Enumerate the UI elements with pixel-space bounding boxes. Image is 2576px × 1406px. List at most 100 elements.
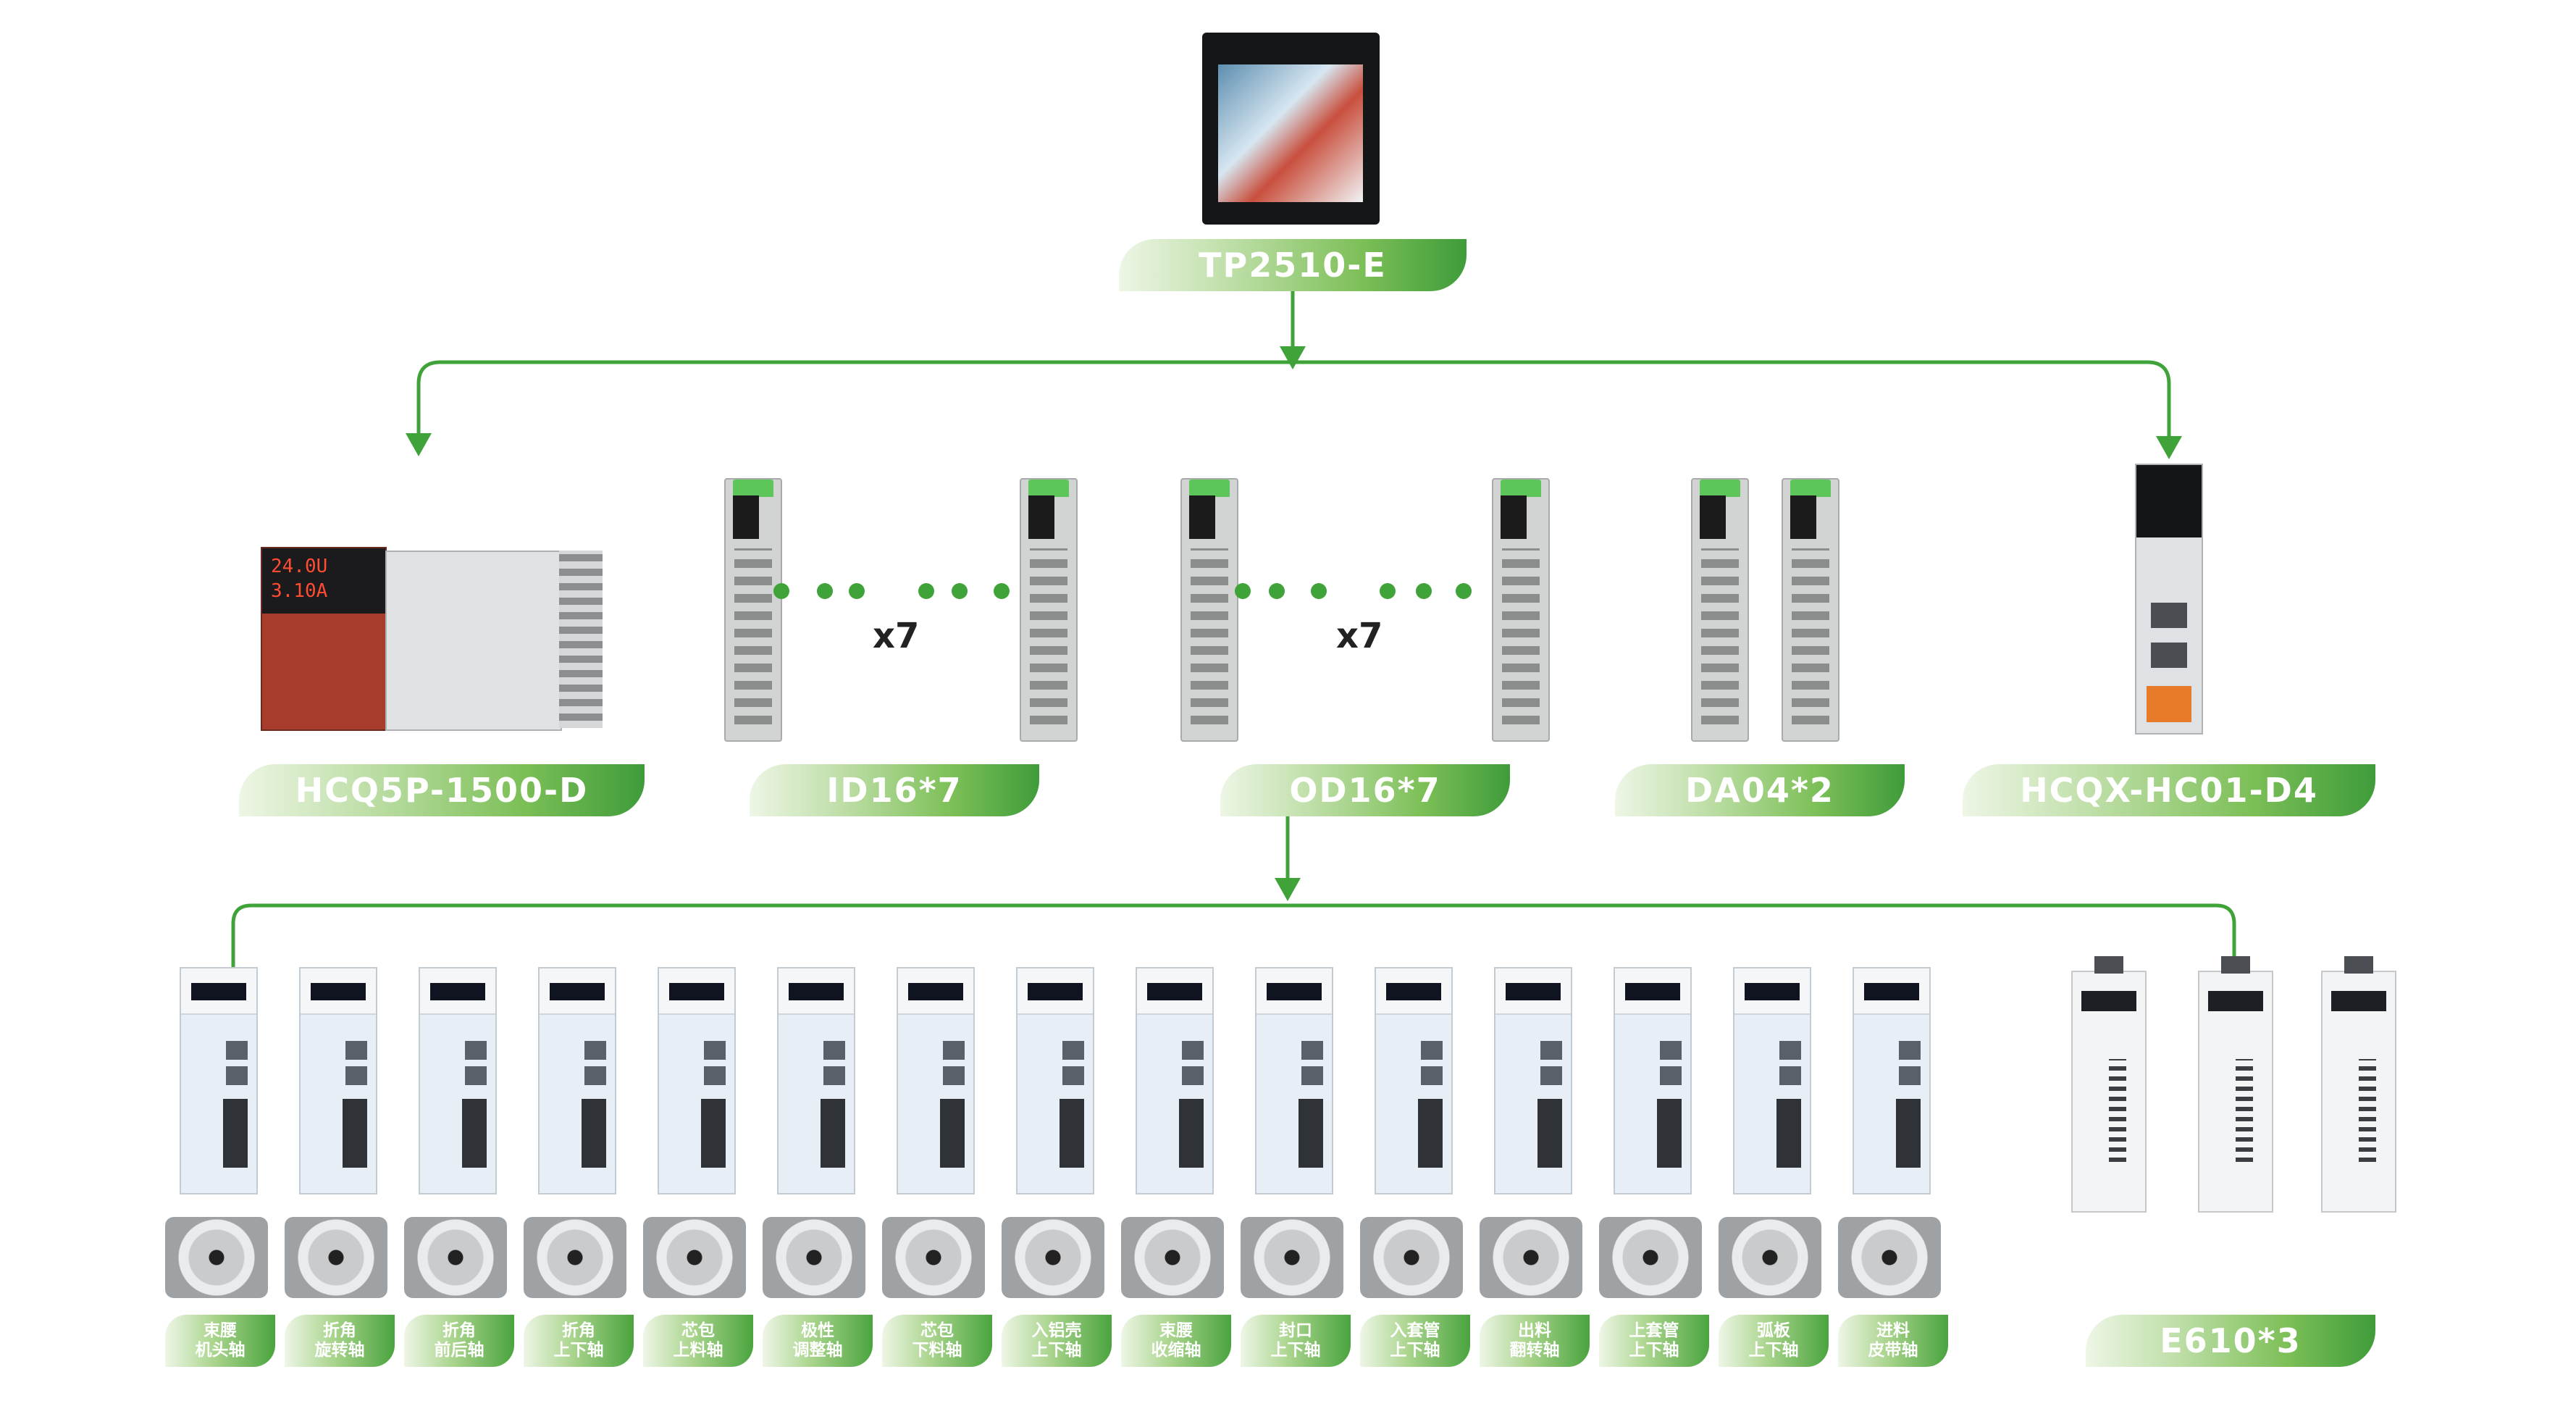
hcqx-module	[2135, 464, 2203, 735]
dot	[1380, 583, 1396, 599]
servo-motor	[1599, 1217, 1702, 1298]
plc-device: 24.0U 3.10A	[261, 547, 603, 731]
axis-label-line2: 下料轴	[912, 1341, 962, 1360]
servo-drive	[1016, 967, 1094, 1194]
axis-label-line1: 弧板	[1757, 1321, 1790, 1340]
servo-motor	[1360, 1217, 1463, 1298]
servo-drive	[1375, 967, 1453, 1194]
axis-label-line2: 上下轴	[553, 1341, 604, 1360]
dot	[1269, 583, 1285, 599]
axis-label: 束腰收缩轴	[1121, 1315, 1231, 1367]
servo-motor	[285, 1217, 387, 1298]
hcqx-terminal	[2147, 686, 2191, 722]
servo-drive	[777, 967, 855, 1194]
servo-drive	[180, 967, 258, 1194]
io-module-od-last	[1492, 478, 1550, 742]
servo-drive	[897, 967, 975, 1194]
plc-display: 24.0U 3.10A	[262, 548, 385, 614]
io-module-od-first	[1180, 478, 1238, 742]
axis-label-line2: 上下轴	[1270, 1341, 1321, 1360]
plc-cpu-module	[385, 551, 562, 731]
dot	[773, 583, 789, 599]
servo-drive	[538, 967, 616, 1194]
axis-label: 入套管上下轴	[1360, 1315, 1470, 1367]
axis-label-line2: 调整轴	[792, 1341, 843, 1360]
axis-label-line2: 翻转轴	[1509, 1341, 1560, 1360]
hmi-device	[1202, 33, 1380, 225]
axis-label-line1: 封口	[1279, 1321, 1312, 1340]
servo-motor	[643, 1217, 746, 1298]
axis-label: 出料翻转轴	[1480, 1315, 1590, 1367]
axis-label-line1: 芯包	[920, 1321, 954, 1340]
dot	[817, 583, 833, 599]
axis-label: 芯包下料轴	[882, 1315, 992, 1367]
axis-label-line1: 折角	[323, 1321, 356, 1340]
axis-label: 折角旋转轴	[285, 1315, 395, 1367]
servo-motor	[404, 1217, 507, 1298]
axis-label: 极性调整轴	[763, 1315, 873, 1367]
arrow-head-right	[2156, 436, 2182, 459]
axis-label: 束腰机头轴	[165, 1315, 275, 1367]
axis-label-line2: 机头轴	[195, 1341, 246, 1360]
axis-label: 进料皮带轴	[1838, 1315, 1948, 1367]
axis-label-line1: 芯包	[681, 1321, 715, 1340]
axis-label: 弧板上下轴	[1719, 1315, 1829, 1367]
axis-label-line2: 上下轴	[1390, 1341, 1440, 1360]
axis-label: 折角上下轴	[524, 1315, 634, 1367]
axis-label-line1: 上套管	[1629, 1321, 1679, 1340]
axis-label-line2: 收缩轴	[1151, 1341, 1201, 1360]
plc-power-module: 24.0U 3.10A	[261, 547, 387, 731]
servo-motor	[1002, 1217, 1104, 1298]
e610-drive-1	[2071, 956, 2147, 1213]
arrow-head-mid	[1275, 878, 1301, 901]
arrow-head-left	[406, 433, 432, 456]
dot	[1311, 583, 1327, 599]
servo-drive	[299, 967, 377, 1194]
dot	[1416, 583, 1432, 599]
dot	[952, 583, 968, 599]
label-hcqx: HCQX-HC01-D4	[1963, 764, 2375, 816]
axis-label-line1: 折角	[442, 1321, 476, 1340]
servo-motor	[1480, 1217, 1582, 1298]
servo-drive	[1733, 967, 1811, 1194]
dot	[1456, 583, 1472, 599]
plc-display-line2: 3.10A	[271, 580, 328, 602]
e610-drive-2	[2198, 956, 2273, 1213]
dot	[1235, 583, 1251, 599]
axis-label: 上套管上下轴	[1599, 1315, 1709, 1367]
axis-label-line1: 入套管	[1390, 1321, 1440, 1340]
servo-motor	[1719, 1217, 1821, 1298]
axis-label-line1: 进料	[1876, 1321, 1910, 1340]
axis-label-line1: 极性	[801, 1321, 834, 1340]
id-multiplier: x7	[873, 616, 920, 656]
servo-motor	[524, 1217, 626, 1298]
axis-label-line1: 束腰	[1159, 1321, 1193, 1340]
io-module-da-1	[1691, 478, 1749, 742]
axis-label-line2: 前后轴	[434, 1341, 484, 1360]
io-module-id-first	[724, 478, 782, 742]
link-ethercat-bus	[231, 903, 2236, 978]
servo-motor	[1241, 1217, 1343, 1298]
servo-drive	[419, 967, 497, 1194]
servo-drive	[1136, 967, 1214, 1194]
e610-drive-3	[2321, 956, 2396, 1213]
servo-motor	[763, 1217, 865, 1298]
axis-label: 芯包上料轴	[643, 1315, 753, 1367]
axis-label-line1: 入铝壳	[1031, 1321, 1082, 1340]
hcqx-ports	[2151, 595, 2187, 682]
axis-label: 封口上下轴	[1241, 1315, 1351, 1367]
plc-display-line1: 24.0U	[271, 556, 328, 577]
servo-drive	[1853, 967, 1931, 1194]
servo-motor	[1121, 1217, 1224, 1298]
label-da: DA04*2	[1615, 764, 1905, 816]
dot	[994, 583, 1010, 599]
axis-label-line2: 旋转轴	[314, 1341, 365, 1360]
label-plc: HCQ5P-1500-D	[239, 764, 645, 816]
servo-drive	[658, 967, 736, 1194]
label-e610: E610*3	[2086, 1315, 2375, 1367]
servo-motor	[882, 1217, 985, 1298]
arrow-head-top	[1280, 346, 1306, 369]
io-module-da-2	[1782, 478, 1839, 742]
